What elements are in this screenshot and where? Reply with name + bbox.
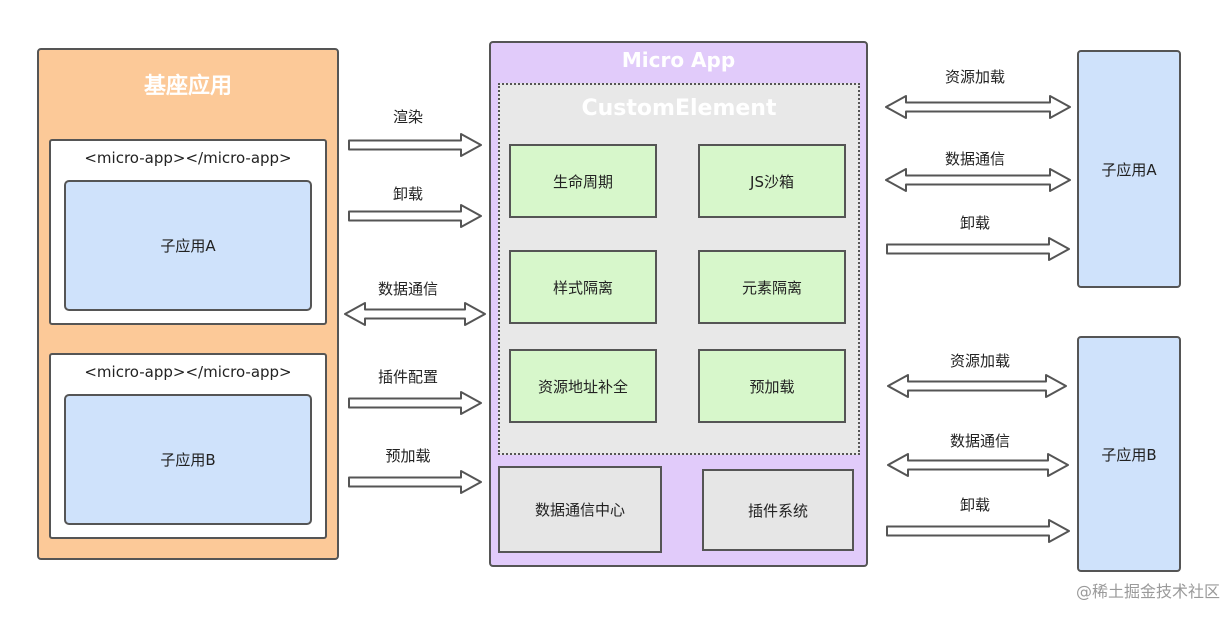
double-arrow-icon	[885, 95, 1071, 119]
base-app-title: 基座应用	[143, 74, 232, 99]
right-b-label-unmount: 卸载	[959, 495, 990, 514]
feature-style-isolation: 样式隔离	[509, 250, 657, 324]
base-child-app-b: 子应用B	[64, 394, 312, 525]
double-arrow-icon	[887, 453, 1069, 477]
right-child-app-b: 子应用B	[1077, 336, 1181, 572]
double-arrow-icon	[887, 374, 1067, 398]
double-arrow-icon	[885, 168, 1071, 192]
feature-prefetch: 预加载	[698, 349, 846, 423]
micro-app-tag-b: <micro-app></micro-app>	[84, 363, 292, 381]
left-arrow-label-data: 数据通信	[377, 279, 438, 298]
right-arrow-icon	[886, 237, 1070, 261]
right-a-label-resource: 资源加载	[944, 67, 1005, 86]
left-arrow-label-plugin: 插件配置	[377, 367, 438, 386]
micro-app-title: Micro App	[621, 48, 736, 72]
right-arrow-icon	[348, 391, 482, 415]
right-b-label-resource: 资源加载	[949, 351, 1010, 370]
feature-element-isolation: 元素隔离	[698, 250, 846, 324]
right-child-app-a: 子应用A	[1077, 50, 1181, 288]
right-arrow-icon	[348, 470, 482, 494]
custom-element-title: CustomElement	[581, 95, 777, 121]
left-arrow-label-render: 渲染	[392, 107, 423, 126]
double-arrow-icon	[344, 302, 486, 326]
right-arrow-icon	[348, 133, 482, 157]
right-arrow-icon	[348, 204, 482, 228]
left-arrow-label-prefetch: 预加载	[385, 446, 431, 465]
data-center-box: 数据通信中心	[498, 466, 662, 553]
watermark: @稀土掘金技术社区	[1075, 582, 1220, 601]
left-arrow-label-unmount: 卸载	[392, 184, 423, 203]
right-arrow-icon	[886, 519, 1070, 543]
micro-app-tag-a: <micro-app></micro-app>	[84, 149, 292, 167]
right-a-label-data: 数据通信	[944, 149, 1005, 168]
base-child-app-a: 子应用A	[64, 180, 312, 311]
feature-lifecycle: 生命周期	[509, 144, 657, 218]
feature-js-sandbox: JS沙箱	[698, 144, 846, 218]
plugin-system-box: 插件系统	[702, 469, 854, 551]
right-b-label-data: 数据通信	[949, 431, 1010, 450]
feature-url-completion: 资源地址补全	[509, 349, 657, 423]
right-a-label-unmount: 卸载	[959, 213, 990, 232]
